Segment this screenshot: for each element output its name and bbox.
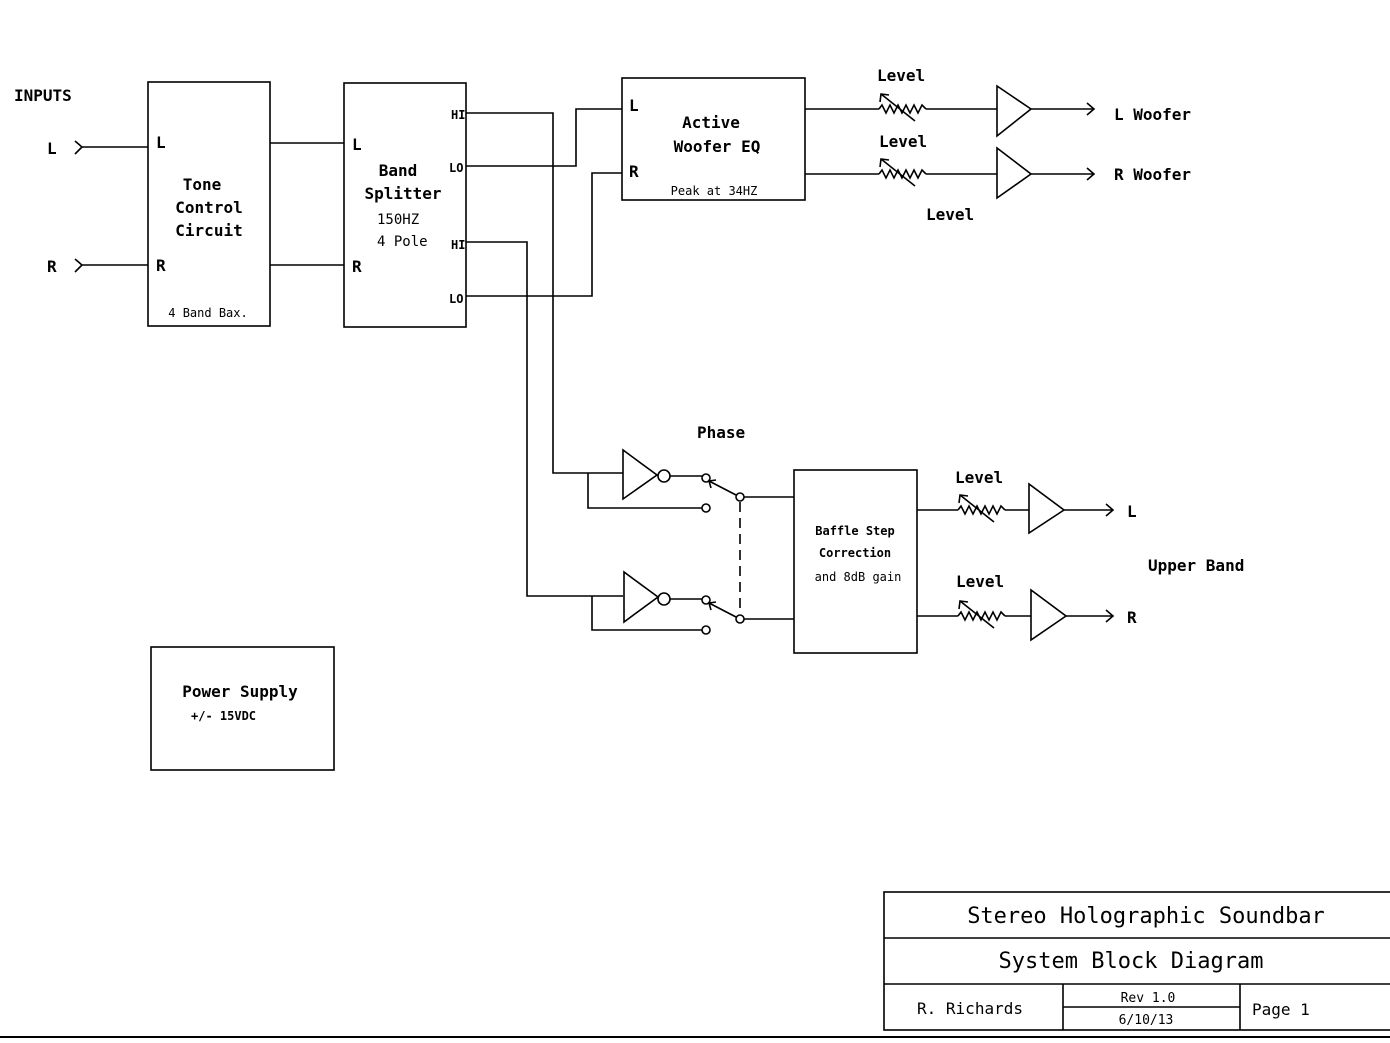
woofer-level-label-3: Level: [926, 205, 974, 224]
inverter-bubble-icon: [657, 592, 671, 606]
revision: Rev 1.0: [1121, 991, 1176, 1006]
woofer-chain: Level Level Level L Woofer R Woofer: [805, 66, 1191, 224]
eq-title-line-2: Woofer EQ: [674, 137, 761, 156]
woofer-level-label-2: Level: [879, 132, 927, 151]
output-upper-r: R: [1127, 608, 1137, 627]
band-splitter-block: L R Band Splitter 150HZ 4 Pole HI LO HI …: [343, 82, 467, 328]
amplifier-icon: [1028, 482, 1066, 535]
author: R. Richards: [917, 999, 1023, 1018]
inverter-icon: [623, 570, 660, 624]
upper-level-label-1: Level: [955, 468, 1003, 487]
output-arrow-icon: [1105, 503, 1115, 517]
baffle-step-box: [793, 469, 918, 654]
splitter-port-right: R: [352, 257, 362, 276]
wire-hi-1-to-inverter-1: [466, 112, 623, 474]
splitter-output-hi-2: HI: [451, 238, 465, 252]
output-arrow-icon: [1105, 609, 1115, 623]
inverter-icon: [622, 448, 659, 501]
tone-title-line-2: Control: [175, 198, 242, 217]
tone-port-left: L: [156, 133, 166, 152]
tone-note: 4 Band Bax.: [168, 306, 247, 320]
date: 6/10/13: [1119, 1013, 1174, 1028]
splitter-spec-line-1: 150HZ: [377, 212, 419, 228]
output-arrow-icon: [1086, 167, 1096, 181]
eq-port-left: L: [629, 96, 639, 115]
variable-resistor-icon: [878, 93, 927, 122]
switch-contact-icon: [701, 625, 711, 635]
wire-bypass-top: [587, 473, 702, 509]
inputs-section: INPUTS L R: [14, 86, 148, 276]
variable-resistor-icon: [957, 600, 1006, 629]
eq-title-line-1: Active: [682, 113, 740, 132]
sheet-title: System Block Diagram: [999, 949, 1264, 974]
title-block: Stereo Holographic Soundbar System Block…: [883, 891, 1390, 1031]
input-left-connector-icon: [74, 140, 84, 155]
project-title: Stereo Holographic Soundbar: [967, 904, 1325, 929]
inverter-bubble-icon: [657, 469, 671, 483]
switch-pivot-icon[interactable]: [735, 614, 745, 624]
output-l-woofer: L Woofer: [1114, 105, 1191, 124]
switch-lever-bottom: [708, 602, 737, 618]
inputs-heading: INPUTS: [14, 86, 72, 105]
tone-control-box: [147, 81, 271, 327]
switch-contact-icon: [701, 503, 711, 513]
tone-control-block: L R Tone Control Circuit 4 Band Bax.: [147, 81, 271, 327]
input-right-label: R: [47, 257, 57, 276]
output-arrow-icon: [1086, 102, 1096, 116]
woofer-eq-block: L R Active Woofer EQ Peak at 34HZ: [621, 77, 806, 201]
splitter-output-lo-2: LO: [449, 292, 463, 306]
splitter-title-line-2: Splitter: [364, 184, 441, 203]
splitter-title-line-1: Band: [379, 161, 418, 180]
tone-port-right: R: [156, 256, 166, 275]
phase-label: Phase: [697, 423, 745, 442]
wire-bypass-bottom: [591, 596, 702, 631]
switch-arrow-icon: [707, 601, 717, 611]
power-supply-block: Power Supply +/- 15VDC: [150, 646, 335, 771]
splitter-port-left: L: [352, 135, 362, 154]
woofer-eq-box: [621, 77, 806, 201]
wire-hi-2-to-inverter-2: [466, 241, 623, 597]
power-supply-box: [150, 646, 335, 771]
switch-contact-icon: [701, 473, 711, 483]
upper-level-label-2: Level: [956, 572, 1004, 591]
baffle-title-line-2: Correction: [819, 546, 891, 560]
amplifier-icon: [996, 146, 1033, 200]
phase-section: Phase: [587, 423, 794, 635]
amplifier-icon: [1030, 588, 1068, 642]
upper-band-label: Upper Band: [1148, 556, 1244, 575]
input-left-label: L: [47, 139, 57, 158]
power-supply-spec: +/- 15VDC: [191, 709, 256, 723]
band-splitter-box: [343, 82, 467, 328]
switch-contact-icon: [701, 595, 711, 605]
upper-chain: Level Level L R Upper Band: [917, 468, 1244, 642]
amplifier-icon: [996, 84, 1033, 138]
wire-lo-1-to-eq-left: [466, 108, 622, 167]
switch-lever-top: [708, 480, 737, 496]
splitter-output-hi-1: HI: [451, 108, 465, 122]
splitter-spec-line-2: 4 Pole: [377, 234, 428, 250]
input-right-connector-icon: [74, 258, 84, 273]
tone-title-line-3: Circuit: [175, 221, 242, 240]
switch-pivot-icon[interactable]: [735, 492, 745, 502]
eq-port-right: R: [629, 162, 639, 181]
variable-resistor-icon: [878, 158, 927, 187]
switch-arrow-icon: [707, 479, 717, 489]
wire-lo-2-to-eq-right: [466, 172, 622, 297]
power-supply-title: Power Supply: [182, 682, 298, 701]
tone-title-line-1: Tone: [183, 175, 222, 194]
woofer-level-label-1: Level: [877, 66, 925, 85]
page-number: Page 1: [1252, 1000, 1310, 1019]
eq-note: Peak at 34HZ: [671, 184, 758, 198]
splitter-output-lo-1: LO: [449, 161, 463, 175]
title-block-frame: [883, 891, 1390, 1031]
output-upper-l: L: [1127, 502, 1137, 521]
baffle-step-block: Baffle Step Correction and 8dB gain: [793, 469, 918, 654]
baffle-title-line-3: and 8dB gain: [815, 570, 902, 584]
output-r-woofer: R Woofer: [1114, 165, 1191, 184]
baffle-title-line-1: Baffle Step: [815, 524, 894, 538]
variable-resistor-icon: [957, 494, 1006, 523]
